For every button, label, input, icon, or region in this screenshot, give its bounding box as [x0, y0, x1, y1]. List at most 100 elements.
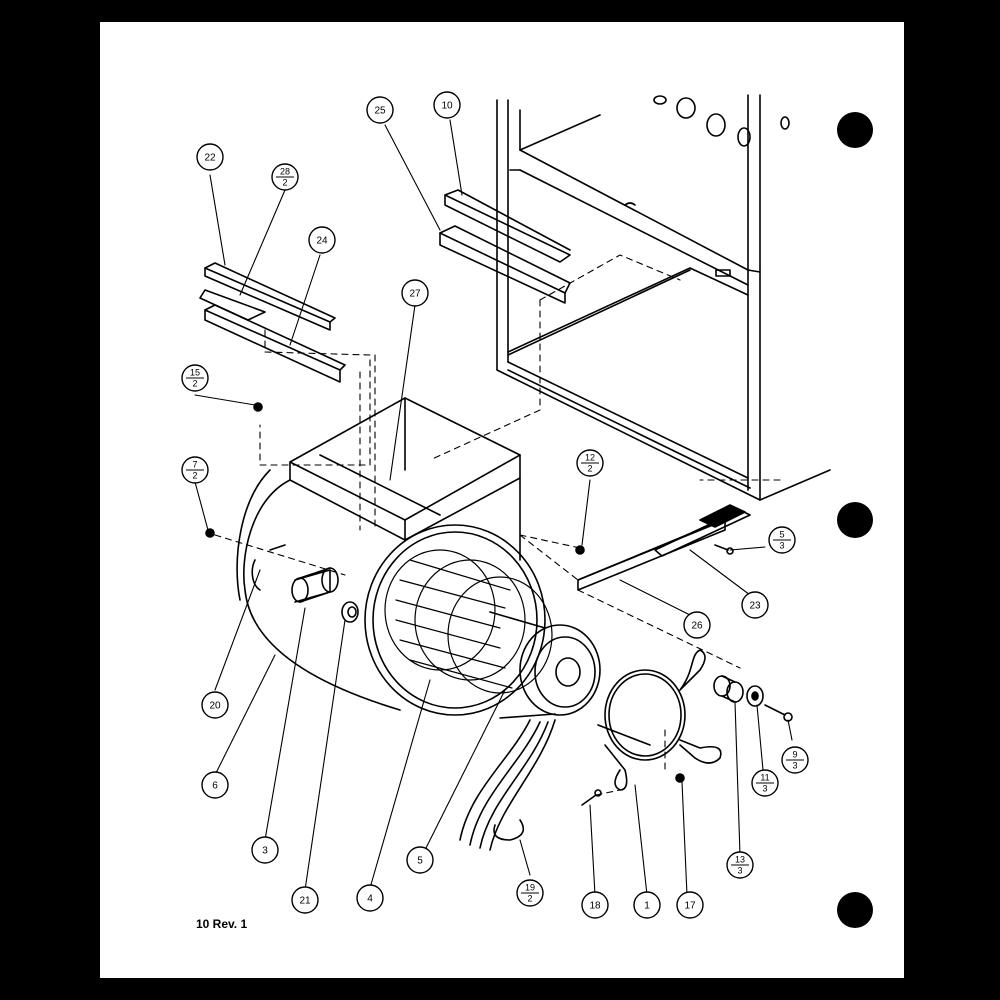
callout-circle — [676, 891, 704, 919]
callout-label: 10 — [441, 101, 453, 112]
callout-label: 6 — [212, 781, 218, 792]
scan-border-bottom — [0, 978, 1000, 1000]
callout-27: 27 — [401, 279, 429, 307]
callout-11: 113 — [751, 769, 779, 797]
callout-3: 3 — [251, 836, 279, 864]
callout-circle — [581, 891, 609, 919]
callout-label: 5 — [417, 856, 423, 867]
callout-denominator: 2 — [192, 470, 197, 480]
callout-1: 1 — [633, 891, 661, 919]
callout-label: 20 — [209, 701, 221, 712]
callout-9: 93 — [781, 746, 809, 774]
callout-10: 10 — [433, 91, 461, 119]
callout-denominator: 2 — [192, 378, 197, 388]
assembly-lines — [214, 254, 781, 796]
callout-26: 26 — [683, 611, 711, 639]
callout-denominator: 3 — [762, 783, 767, 793]
callout-label: 26 — [691, 621, 703, 632]
callout-label: 21 — [299, 896, 311, 907]
scan-border-top — [0, 0, 1000, 22]
rail-10 — [444, 189, 571, 263]
callout-circle — [196, 143, 224, 171]
callout-22: 22 — [196, 143, 224, 171]
callout-label: 27 — [409, 289, 421, 300]
callout-numerator: 7 — [192, 459, 197, 469]
capacitor — [291, 567, 339, 603]
scan-border-left — [0, 0, 100, 1000]
callout-label: 23 — [749, 601, 761, 612]
callout-6: 6 — [201, 771, 229, 799]
callout-numerator: 9 — [792, 749, 797, 759]
callout-circle — [201, 691, 229, 719]
callout-denominator: 3 — [737, 865, 742, 875]
callout-denominator: 3 — [779, 540, 784, 550]
callout-circle — [291, 886, 319, 914]
callout-17: 17 — [676, 891, 704, 919]
callout-21: 21 — [291, 886, 319, 914]
callout-denominator: 2 — [587, 463, 592, 473]
callout-4: 4 — [356, 884, 384, 912]
callout-label: 1 — [644, 901, 650, 912]
callout-denominator: 2 — [282, 177, 287, 187]
callout-numerator: 19 — [525, 882, 535, 892]
blower-scroll — [236, 469, 546, 716]
screws — [205, 402, 734, 806]
rail-23 — [654, 504, 751, 557]
callout-label: 25 — [374, 106, 386, 117]
registration-dot-top — [837, 112, 873, 148]
callout-15: 152 — [181, 364, 209, 392]
grommet — [341, 601, 359, 623]
callout-circle — [251, 836, 279, 864]
blower-wheel — [384, 549, 553, 694]
callout-13: 133 — [726, 851, 754, 879]
callout-denominator: 2 — [527, 893, 532, 903]
cabinet-housing — [496, 94, 831, 501]
callout-28: 282 — [271, 163, 299, 191]
scan-border-right — [904, 0, 1000, 1000]
revision-label: 10 Rev. 1 — [196, 917, 248, 931]
callout-5: 5 — [406, 846, 434, 874]
callout-label: 22 — [204, 153, 216, 164]
registration-dot-middle — [837, 502, 873, 538]
washer-11 — [746, 685, 764, 707]
rail-26 — [577, 514, 736, 591]
callout-19: 192 — [516, 879, 544, 907]
callout-circle — [401, 279, 429, 307]
callout-label: 24 — [316, 236, 328, 247]
callout-numerator: 12 — [585, 452, 595, 462]
callout-numerator: 5 — [779, 529, 784, 539]
callout-circle — [201, 771, 229, 799]
callout-circle — [433, 91, 461, 119]
rail-25 — [439, 225, 571, 304]
callout-circle — [741, 591, 769, 619]
callout-7: 72 — [181, 456, 209, 484]
motor-mount — [597, 649, 722, 791]
bolt-9 — [764, 704, 793, 722]
callout-12: 122 — [576, 449, 604, 477]
callout-20: 20 — [201, 691, 229, 719]
callout-23: 23 — [741, 591, 769, 619]
callout-numerator: 11 — [760, 772, 769, 782]
callout-25: 25 — [366, 96, 394, 124]
rail-24 — [204, 304, 346, 383]
callout-numerator: 15 — [190, 367, 200, 377]
leader-lines — [194, 119, 793, 896]
plate-28 — [199, 289, 266, 321]
callout-numerator: 13 — [735, 854, 745, 864]
callout-label: 17 — [684, 901, 696, 912]
callout-label: 3 — [262, 846, 268, 857]
callout-18: 18 — [581, 891, 609, 919]
callout-circle — [308, 226, 336, 254]
capacitor-bracket — [251, 544, 286, 591]
callout-circle — [366, 96, 394, 124]
callout-circle — [356, 884, 384, 912]
rail-22 — [204, 262, 336, 331]
blower-housing-top — [289, 397, 521, 561]
callout-circle — [683, 611, 711, 639]
callout-24: 24 — [308, 226, 336, 254]
callout-circle — [633, 891, 661, 919]
spacer-13 — [713, 675, 744, 703]
